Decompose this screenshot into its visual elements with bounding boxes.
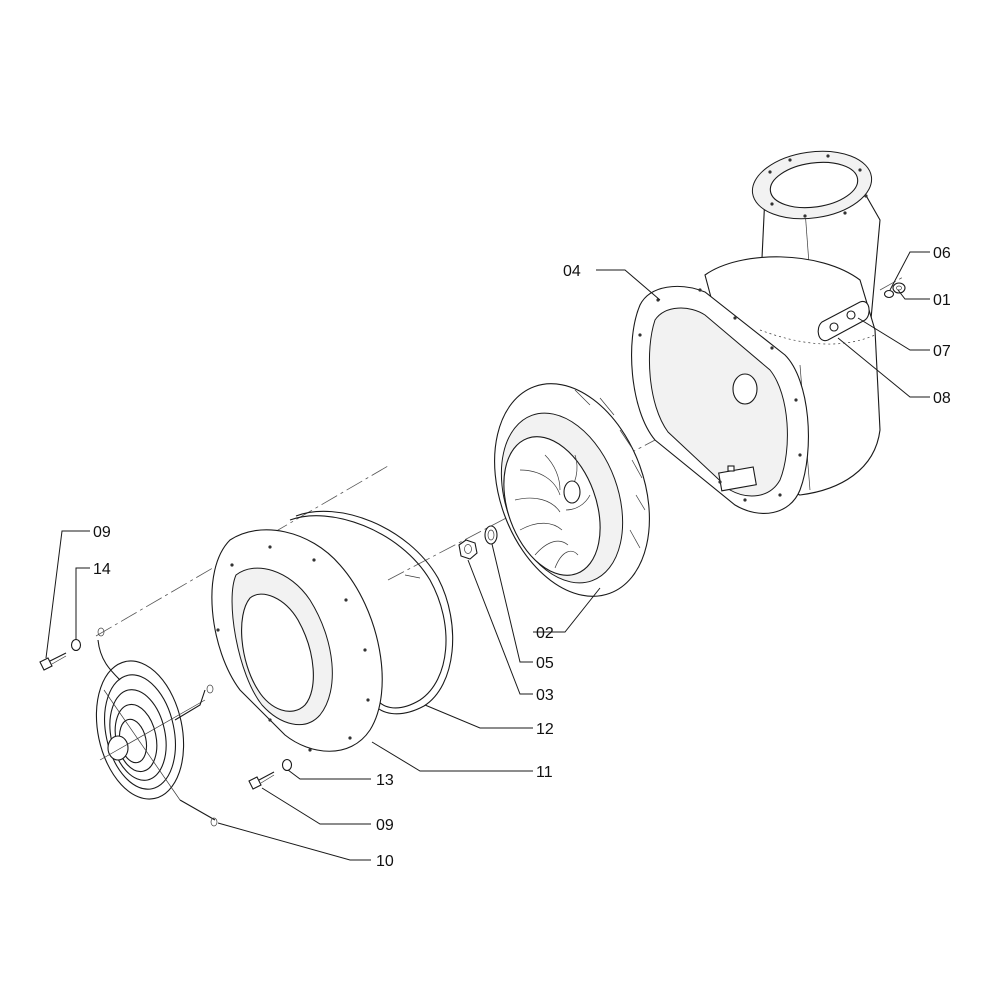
callout-14: 14 xyxy=(93,561,111,578)
leader-lines xyxy=(45,251,930,861)
callout-05: 05 xyxy=(536,655,554,672)
guard-grille xyxy=(95,627,218,827)
hex-nut xyxy=(458,539,478,560)
washer-bottom xyxy=(281,758,293,772)
screw-top xyxy=(39,652,67,671)
callout-07: 07 xyxy=(933,343,951,360)
callout-10: 10 xyxy=(376,853,394,870)
lock-washer xyxy=(484,525,498,545)
screw-bottom xyxy=(248,771,275,790)
inlet-cone xyxy=(211,529,383,752)
fan-housing xyxy=(631,150,881,514)
callout-02: 02 xyxy=(536,625,554,642)
washer-and-nut-small xyxy=(883,282,906,299)
callout-09-top: 09 xyxy=(93,524,111,541)
callout-08: 08 xyxy=(933,390,951,407)
callout-13: 13 xyxy=(376,772,394,789)
gasket-ring xyxy=(289,510,454,715)
callout-06: 06 xyxy=(933,245,951,262)
washer-top xyxy=(70,638,82,652)
callout-12: 12 xyxy=(536,721,554,738)
callout-04: 04 xyxy=(563,263,581,280)
callout-01: 01 xyxy=(933,292,951,309)
callout-labels: 04 06 01 07 08 02 05 03 12 11 13 09 10 0… xyxy=(93,245,951,870)
callout-11: 11 xyxy=(536,764,553,781)
impeller xyxy=(494,383,650,597)
callout-09-bottom: 09 xyxy=(376,817,394,834)
callout-03: 03 xyxy=(536,687,554,704)
